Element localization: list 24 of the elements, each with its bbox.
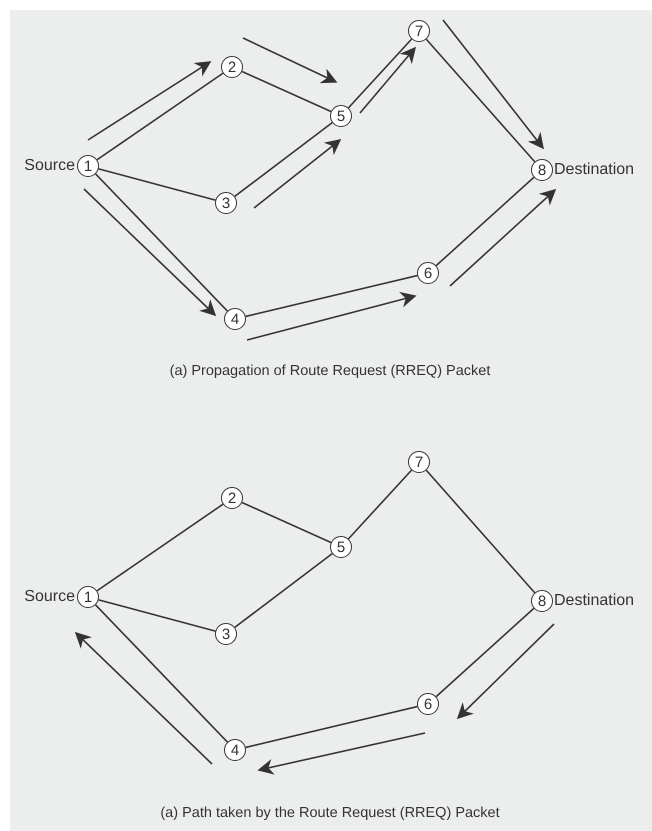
link-line	[234, 122, 333, 197]
link-line	[96, 72, 224, 160]
node-label: Destination	[554, 593, 634, 609]
link-line	[242, 502, 332, 544]
link-line	[98, 168, 216, 201]
link-line	[426, 470, 536, 594]
link-line	[436, 176, 534, 266]
link-line	[348, 38, 412, 108]
link-line	[96, 504, 224, 592]
link-line	[98, 599, 216, 632]
link-line	[246, 274, 418, 318]
link-line	[234, 553, 333, 628]
caption: (a) Propagation of Route Request (RREQ) Packet	[170, 364, 490, 378]
link-line	[242, 70, 332, 112]
caption: (a) Path taken by the Route Request (RREQ) Packet	[160, 806, 500, 820]
link-line	[348, 470, 412, 540]
link-line	[95, 173, 228, 312]
node-label: Destination	[554, 162, 634, 178]
node-label: Source	[24, 589, 75, 605]
link-line	[95, 604, 228, 743]
link-line	[436, 608, 534, 698]
node-label: Source	[24, 158, 75, 174]
link-line	[426, 38, 536, 162]
link-line	[246, 706, 418, 748]
